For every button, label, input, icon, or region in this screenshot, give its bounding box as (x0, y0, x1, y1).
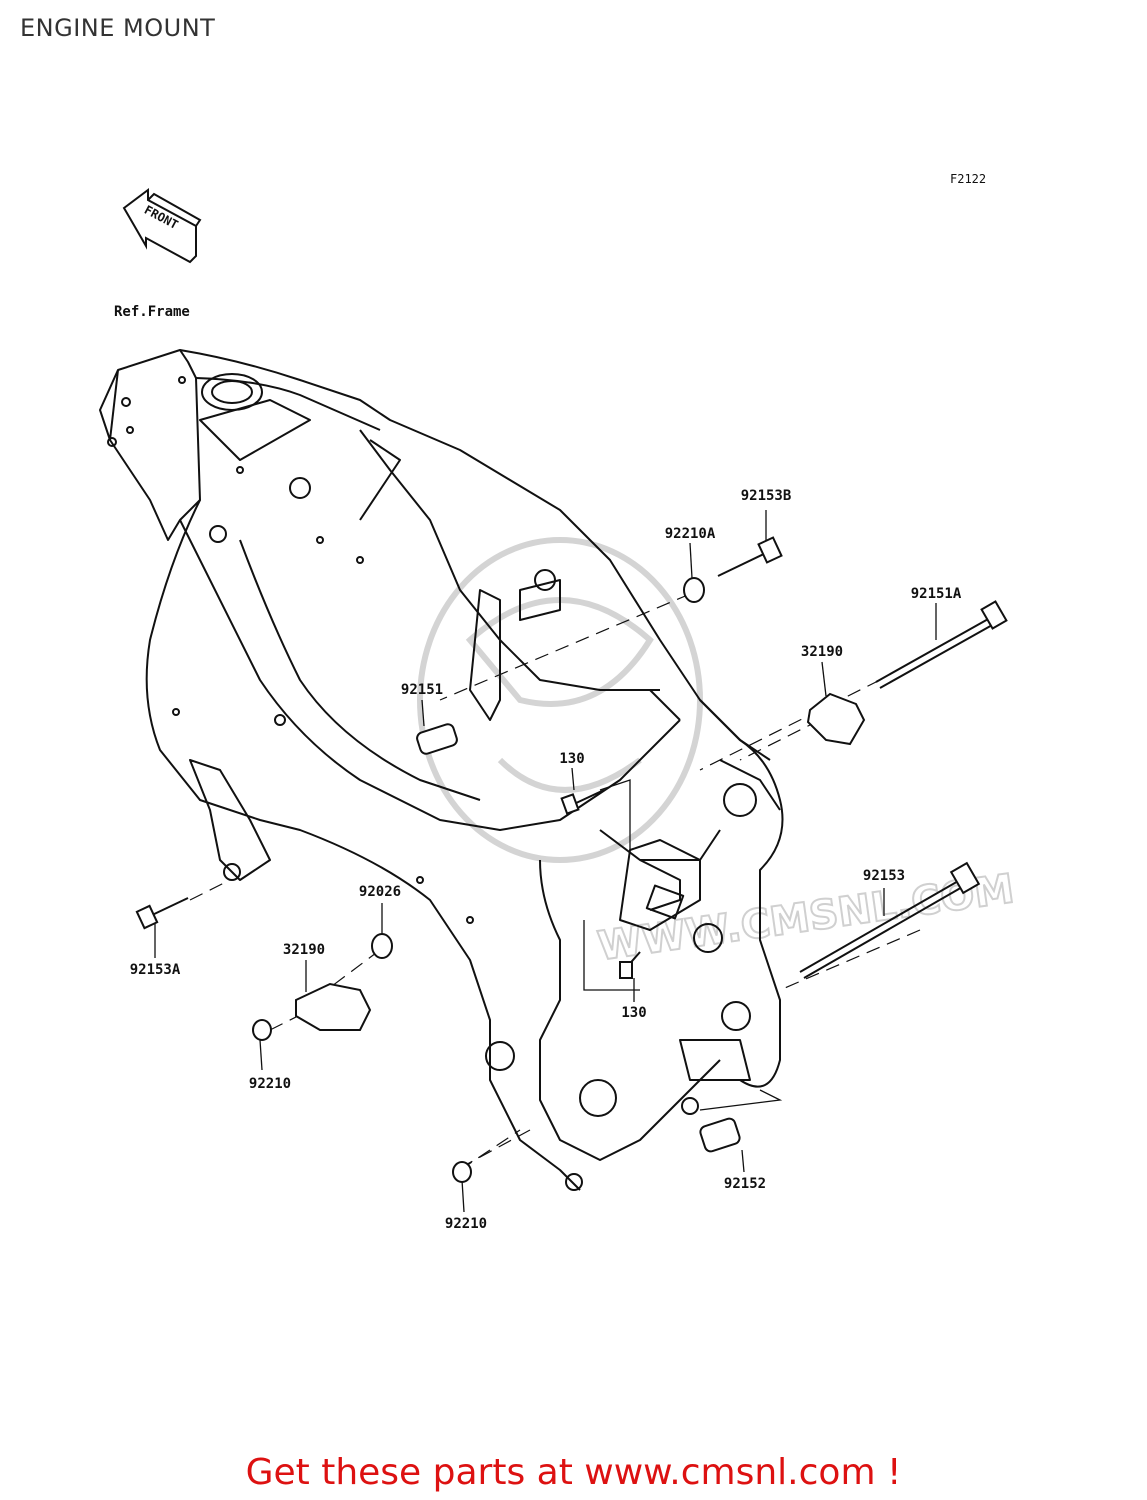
part-label-92151: 92151 (400, 682, 444, 698)
watermark-text: WWW.CMSNL.COM (595, 866, 1017, 970)
nut-92210a-icon (683, 577, 705, 603)
bolt-92153a-icon (135, 897, 189, 930)
part-label-32190-lower: 32190 (282, 942, 326, 958)
nut-92210-left-icon (252, 1019, 272, 1041)
reference-frame-label: Ref.Frame (114, 304, 190, 320)
bolt-92153b-icon (717, 536, 783, 577)
bolt-130-upper-icon (560, 789, 605, 815)
part-label-92153b: 92153B (740, 488, 792, 504)
bolt-92151a-icon (875, 600, 1008, 689)
part-label-92151a: 92151A (910, 586, 962, 602)
fasteners (135, 536, 1008, 1183)
stud-92152-icon (699, 1117, 741, 1153)
part-label-92210-left: 92210 (248, 1076, 292, 1092)
part-label-130-lower: 130 (621, 1005, 647, 1021)
frame-outline (99, 349, 784, 1191)
collar-92026-icon (371, 933, 393, 959)
part-label-32190-upper: 32190 (800, 644, 844, 660)
bracket-32190-upper-icon (806, 692, 866, 746)
nut-92210-bottom-icon (452, 1161, 472, 1183)
call-to-action-link[interactable]: Get these parts at www.cmsnl.com ! (245, 1452, 902, 1493)
page-title: ENGINE MOUNT (20, 14, 216, 42)
part-label-92210-bottom: 92210 (444, 1216, 488, 1232)
front-arrow-icon: FRONT (122, 188, 202, 264)
part-label-92152: 92152 (723, 1176, 767, 1192)
part-label-92153a: 92153A (129, 962, 181, 978)
leader-lines (154, 510, 937, 1213)
part-label-92026: 92026 (358, 884, 402, 900)
bolt-92153-icon (799, 861, 981, 979)
bracket-32190-lower-icon (295, 982, 372, 1031)
collar-92151-icon (416, 723, 458, 755)
part-label-92210a: 92210A (664, 526, 716, 542)
part-label-130-upper: 130 (559, 751, 585, 767)
figure-code: F2122 (950, 172, 987, 186)
part-label-92153: 92153 (862, 868, 906, 884)
bolt-130-lower-icon (619, 951, 641, 979)
